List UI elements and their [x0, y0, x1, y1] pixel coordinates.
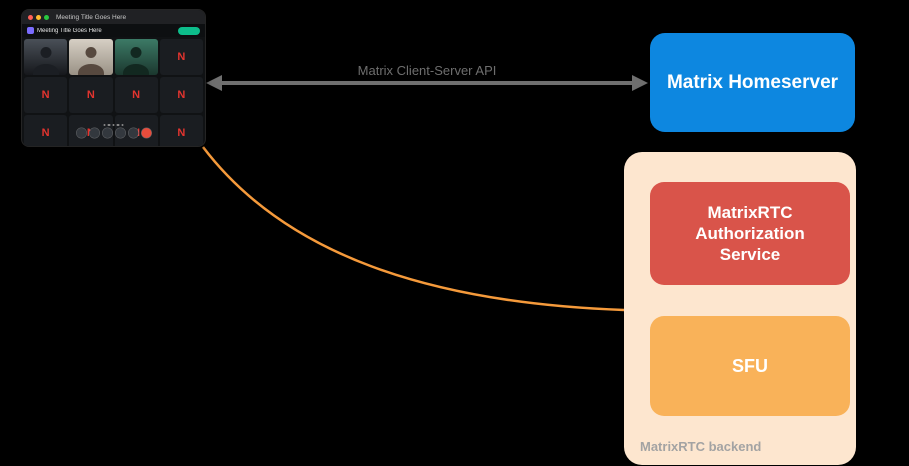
meeting-title: Meeting Title Goes Here: [37, 27, 102, 34]
video-call-window-screenshot: Meeting Title Goes Here Meeting Title Go…: [22, 10, 205, 146]
browser-titlebar: Meeting Title Goes Here: [22, 10, 205, 24]
participant-avatar-tile: N: [24, 115, 68, 146]
participant-initial: N: [41, 127, 50, 139]
sfu-box: SFU: [650, 316, 850, 416]
sfu-label: SFU: [732, 355, 768, 376]
participant-video-tile: [69, 39, 113, 75]
participant-avatar-tile: N: [159, 77, 203, 113]
person-silhouette-icon: [130, 47, 142, 58]
participant-avatar-tile: N: [114, 77, 158, 113]
person-silhouette-icon: [40, 47, 52, 58]
matrixrtc-backend-container: MatrixRTC Authorization Service SFU Matr…: [624, 152, 856, 465]
participant-video-tile: [24, 39, 68, 75]
call-header: Meeting Title Goes Here: [22, 24, 205, 37]
matrixrtc-authorization-service-box: MatrixRTC Authorization Service: [650, 182, 850, 285]
participant-initial: N: [132, 89, 141, 101]
camera-button-icon: [89, 128, 99, 138]
participant-initial: N: [177, 51, 186, 63]
arrowhead-right-icon: [632, 75, 648, 91]
matrixrtc-backend-label: MatrixRTC backend: [640, 439, 762, 454]
page-indicator: [103, 123, 124, 126]
more-button-icon: [128, 128, 138, 138]
participant-video-tile: [114, 39, 158, 75]
matrixrtc-authorization-service-label: MatrixRTC Authorization Service: [695, 202, 805, 265]
call-controls: [76, 123, 151, 138]
meeting-avatar: [27, 27, 34, 34]
participant-avatar-tile: N: [159, 39, 203, 75]
participant-initial: N: [177, 127, 186, 139]
matrix-homeserver-label: Matrix Homeserver: [666, 71, 839, 93]
settings-button-icon: [115, 128, 125, 138]
person-silhouette-icon: [85, 47, 97, 58]
participant-initial: N: [41, 89, 50, 101]
participant-avatar-tile: N: [159, 115, 203, 146]
arrowhead-left-icon: [206, 75, 222, 91]
video-tile-grid: N N N N N N N N N: [22, 37, 205, 146]
participant-avatar-tile: N: [24, 77, 68, 113]
participant-initial: N: [86, 89, 95, 101]
participant-avatar-tile: N: [69, 77, 113, 113]
hangup-button-icon: [141, 128, 151, 138]
call-action-button: [178, 26, 200, 35]
browser-tab-title: Meeting Title Goes Here: [56, 13, 127, 21]
matrix-homeserver-box: Matrix Homeserver: [650, 33, 855, 132]
screenshare-button-icon: [102, 128, 112, 138]
mic-button-icon: [76, 128, 86, 138]
call-control-buttons: [76, 128, 151, 138]
window-zoom-icon: [44, 14, 49, 20]
window-minimize-icon: [36, 14, 41, 20]
client-server-api-label: Matrix Client-Server API: [357, 63, 497, 78]
media-connection-curve: [202, 146, 625, 312]
window-close-icon: [28, 14, 33, 20]
participant-initial: N: [177, 89, 186, 101]
